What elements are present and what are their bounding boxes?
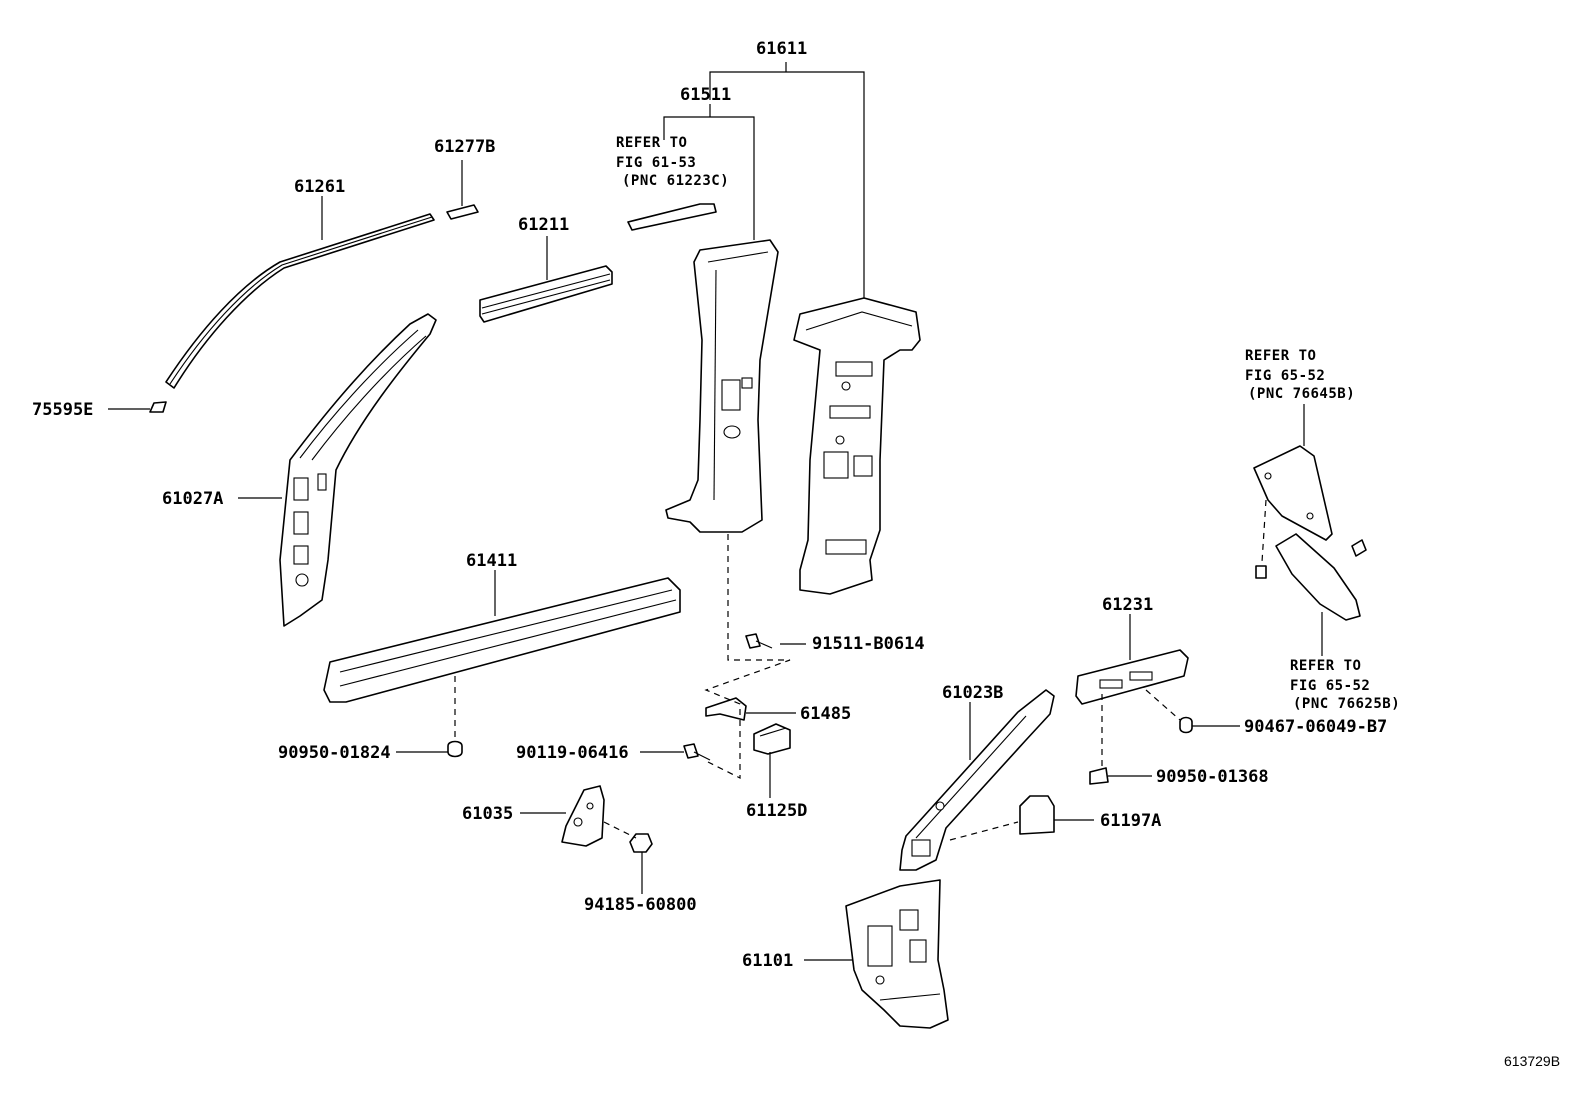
part-61035-bracket xyxy=(561,785,605,847)
part-61411-rocker xyxy=(323,577,681,703)
label-61035: 61035 xyxy=(462,804,513,824)
label-91511-B0614: 91511-B0614 xyxy=(812,634,925,654)
part-61211-rail xyxy=(479,265,613,323)
label-90950-01368: 90950-01368 xyxy=(1156,767,1269,787)
part-90950-01368-plug xyxy=(1089,767,1109,785)
label-90950-01824: 90950-01824 xyxy=(278,743,391,763)
part-91511-bolt xyxy=(745,633,773,649)
part-61511-center-pillar xyxy=(665,239,779,533)
part-screw-b xyxy=(1255,565,1267,579)
part-61277B-clip xyxy=(446,204,479,220)
part-61261-weatherstrip xyxy=(165,213,435,389)
note-line: FIG 65-52 xyxy=(1290,678,1370,694)
label-61125D: 61125D xyxy=(746,801,807,821)
part-76645B-panel xyxy=(1253,445,1333,541)
label-61211: 61211 xyxy=(518,215,569,235)
note-refer-61223c: REFER TO FIG 61-53 (PNC 61223C) xyxy=(616,135,729,189)
label-61023B: 61023B xyxy=(942,683,1003,703)
part-61101-pillar-lower xyxy=(845,879,949,1029)
part-61231-bracket xyxy=(1075,649,1189,705)
note-line: REFER TO xyxy=(1290,658,1361,674)
part-75595E-pad xyxy=(149,401,167,413)
note-line: (PNC 76625B) xyxy=(1293,696,1400,712)
note-line: REFER TO xyxy=(1245,348,1316,364)
note-line: REFER TO xyxy=(616,135,687,151)
label-75595E: 75595E xyxy=(32,400,93,420)
part-screw-a xyxy=(1351,539,1367,557)
label-61611: 61611 xyxy=(756,39,807,59)
label-61511: 61511 xyxy=(680,85,731,105)
part-90950-01824-plug xyxy=(447,740,463,758)
label-61101: 61101 xyxy=(742,951,793,971)
note-line: (PNC 61223C) xyxy=(622,173,729,189)
part-76625B-pad xyxy=(1275,533,1361,621)
part-61485-bracket xyxy=(705,697,747,721)
leader-lines xyxy=(108,62,1323,961)
label-61277B: 61277B xyxy=(434,137,495,157)
part-61223C-strip xyxy=(627,203,717,231)
label-94185-60800: 94185-60800 xyxy=(584,895,697,915)
label-61485: 61485 xyxy=(800,704,851,724)
dashed-lines xyxy=(454,499,1267,841)
label-61197A: 61197A xyxy=(1100,811,1161,831)
note-refer-76645b: REFER TO FIG 65-52 (PNC 76645B) xyxy=(1245,348,1355,402)
part-61023B-pillar xyxy=(899,689,1055,871)
label-61231: 61231 xyxy=(1102,595,1153,615)
note-refer-76625b: REFER TO FIG 65-52 (PNC 76625B) xyxy=(1290,658,1400,712)
label-90119-06416: 90119-06416 xyxy=(516,743,629,763)
label-61411: 61411 xyxy=(466,551,517,571)
label-61027A: 61027A xyxy=(162,489,223,509)
part-94185-nut xyxy=(629,833,653,853)
note-line: FIG 65-52 xyxy=(1245,368,1325,384)
note-line: FIG 61-53 xyxy=(616,155,696,171)
label-90467-06049-B7: 90467-06049-B7 xyxy=(1244,717,1387,737)
note-line: (PNC 76645B) xyxy=(1248,386,1355,402)
part-61197A-pad xyxy=(1019,795,1055,835)
part-61611-center-pillar-inner xyxy=(793,297,921,595)
part-61125D-bracket xyxy=(753,723,791,755)
figure-id: 613729B xyxy=(1504,1053,1560,1069)
label-61261: 61261 xyxy=(294,177,345,197)
part-90467-clip xyxy=(1179,716,1193,734)
part-90119-bolt xyxy=(683,743,711,761)
part-61027A-pillar xyxy=(279,313,437,627)
